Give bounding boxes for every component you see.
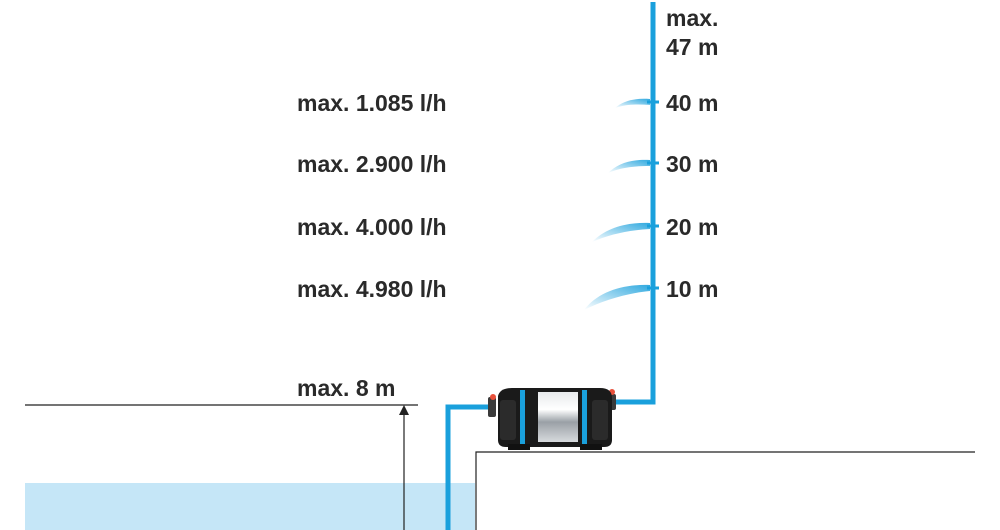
max-height-line1: max. <box>666 5 719 31</box>
flow-label-10: max. 4.980 l/h <box>297 276 447 302</box>
discharge-pipe <box>614 2 656 405</box>
suction-height-label: max. 8 m <box>297 375 396 401</box>
height-label-10: 10 m <box>666 276 719 302</box>
water-jet-icon <box>592 222 650 242</box>
water-jet-icon <box>584 284 650 310</box>
pump-icon <box>488 388 616 450</box>
suction-pipe <box>445 404 488 530</box>
flow-label-40: max. 1.085 l/h <box>297 90 447 116</box>
height-label-40: 40 m <box>666 90 719 116</box>
max-height-line2: 47 m <box>666 34 719 60</box>
flow-label-30: max. 2.900 l/h <box>297 151 447 177</box>
water-reservoir <box>25 483 475 530</box>
water-jet-icon <box>615 98 650 108</box>
arrow-head-icon <box>399 405 409 415</box>
max-height-label: max. 47 m <box>666 4 718 62</box>
height-label-20: 20 m <box>666 214 719 240</box>
water-jet-icon <box>608 159 650 173</box>
pump-ground-outline <box>475 451 975 530</box>
height-label-30: 30 m <box>666 151 719 177</box>
flow-label-20: max. 4.000 l/h <box>297 214 447 240</box>
